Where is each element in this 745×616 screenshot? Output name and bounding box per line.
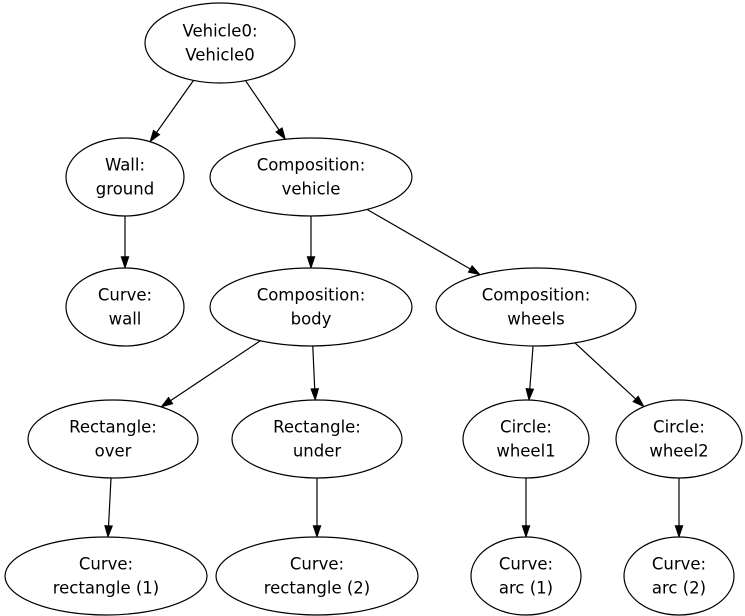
graph-node-curve_arc_1[interactable]: Curve: arc (1) (470, 536, 582, 616)
graph-edge-composition_body-to-rectangle_under (310, 346, 320, 402)
node-label-name-composition_body: body (291, 310, 332, 329)
node-ellipse-rectangle_over[interactable] (27, 399, 199, 479)
graph-node-curve_rectangle_2[interactable]: Curve: rectangle (2) (215, 536, 419, 616)
node-label-type-composition_wheels: Composition: (482, 286, 591, 305)
node-ellipse-curve_rectangle_1[interactable] (4, 536, 208, 616)
node-label-type-circle_wheel1: Circle: (500, 418, 552, 437)
edge-line (367, 209, 471, 270)
node-label-type-circle_wheel2: Circle: (653, 418, 705, 437)
node-ellipse-vehicle0[interactable] (144, 2, 296, 84)
edge-line (245, 80, 280, 131)
node-label-type-curve_arc_2: Curve: (652, 555, 706, 574)
node-label-name-curve_rectangle_1: rectangle (1) (53, 579, 160, 598)
graph-edge-wall_ground-to-curve_wall (120, 216, 130, 270)
graph-edge-composition_body-to-rectangle_over (160, 340, 261, 408)
node-label-name-curve_wall: wall (109, 310, 142, 329)
nodes-layer: Vehicle0:Vehicle0Wall:groundComposition:… (4, 2, 743, 616)
node-ellipse-curve_rectangle_2[interactable] (215, 536, 419, 616)
graph-node-wall_ground[interactable]: Wall: ground (65, 137, 185, 217)
node-label-type-composition_vehicle: Composition: (257, 156, 366, 175)
node-ellipse-circle_wheel1[interactable] (462, 399, 590, 479)
graph-edge-composition_vehicle-to-composition_wheels (367, 209, 482, 276)
arrowhead-icon (160, 396, 174, 408)
arrowhead-icon (632, 395, 645, 408)
arrowhead-icon (149, 129, 161, 143)
graph-edge-vehicle0-to-wall_ground (149, 80, 194, 143)
node-label-type-rectangle_under: Rectangle: (273, 418, 361, 437)
node-ellipse-composition_vehicle[interactable] (209, 137, 413, 217)
edge-line (312, 346, 316, 389)
node-label-name-curve_rectangle_2: rectangle (2) (264, 579, 371, 598)
graph-node-circle_wheel2[interactable]: Circle: wheel2 (615, 399, 743, 479)
graph-edge-composition_wheels-to-circle_wheel2 (574, 342, 645, 408)
graph-edge-vehicle0-to-composition_vehicle (245, 80, 287, 141)
arrowhead-icon (521, 525, 531, 539)
arrowhead-icon (306, 256, 316, 270)
graph-edge-rectangle_under-to-curve_rectangle_2 (312, 478, 322, 539)
graph-node-curve_arc_2[interactable]: Curve: arc (2) (623, 536, 735, 616)
arrowhead-icon (312, 525, 322, 539)
edge-line (156, 80, 194, 133)
node-label-name-rectangle_over: over (95, 442, 132, 461)
node-label-name-composition_vehicle: vehicle (282, 180, 341, 199)
arrowhead-icon (120, 256, 130, 270)
node-ellipse-curve_arc_2[interactable] (623, 536, 735, 616)
node-label-type-wall_ground: Wall: (105, 156, 145, 175)
graph-edge-composition_wheels-to-circle_wheel1 (525, 346, 535, 402)
graph-edge-circle_wheel2-to-curve_arc_2 (674, 478, 684, 539)
graph-node-curve_wall[interactable]: Curve: wall (65, 267, 185, 347)
node-label-name-curve_arc_1: arc (1) (499, 579, 553, 598)
arrowhead-icon (467, 264, 482, 276)
graph-edge-circle_wheel1-to-curve_arc_1 (521, 478, 531, 539)
graph-node-rectangle_under[interactable]: Rectangle: under (231, 399, 403, 479)
graph-node-composition_vehicle[interactable]: Composition: vehicle (209, 137, 413, 217)
graph-node-composition_wheels[interactable]: Composition: wheels (435, 267, 637, 347)
node-label-type-curve_arc_1: Curve: (499, 555, 553, 574)
arrowhead-icon (525, 388, 535, 402)
node-label-name-vehicle0: Vehicle0 (185, 46, 255, 65)
graph-edge-rectangle_over-to-curve_rectangle_1 (104, 478, 113, 539)
node-ellipse-composition_body[interactable] (209, 267, 413, 347)
node-label-name-composition_wheels: wheels (507, 310, 564, 329)
node-ellipse-circle_wheel2[interactable] (615, 399, 743, 479)
edge-line (170, 340, 261, 402)
edge-line (574, 342, 637, 400)
arrowhead-icon (275, 127, 287, 141)
graph-node-curve_rectangle_1[interactable]: Curve: rectangle (1) (4, 536, 208, 616)
node-label-type-composition_body: Composition: (257, 286, 366, 305)
node-ellipse-wall_ground[interactable] (65, 137, 185, 217)
graph-node-circle_wheel1[interactable]: Circle: wheel1 (462, 399, 590, 479)
node-label-type-curve_rectangle_1: Curve: (79, 555, 133, 574)
graph-node-composition_body[interactable]: Composition: body (209, 267, 413, 347)
graph-node-rectangle_over[interactable]: Rectangle: over (27, 399, 199, 479)
node-label-type-vehicle0: Vehicle0: (182, 22, 257, 41)
edge-line (107, 478, 112, 526)
arrowhead-icon (310, 388, 320, 402)
node-label-name-curve_arc_2: arc (2) (652, 579, 706, 598)
arrowhead-icon (104, 525, 113, 539)
edge-line (529, 346, 534, 389)
node-ellipse-composition_wheels[interactable] (435, 267, 637, 347)
node-ellipse-curve_arc_1[interactable] (470, 536, 582, 616)
node-ellipse-rectangle_under[interactable] (231, 399, 403, 479)
node-label-name-wall_ground: ground (96, 180, 154, 199)
node-label-type-curve_rectangle_2: Curve: (290, 555, 344, 574)
node-label-name-circle_wheel2: wheel2 (649, 442, 708, 461)
graph-edge-composition_vehicle-to-composition_body (306, 216, 316, 270)
arrowhead-icon (674, 525, 684, 539)
graph-node-vehicle0[interactable]: Vehicle0: Vehicle0 (144, 2, 296, 84)
edges-layer (104, 80, 684, 539)
node-label-type-rectangle_over: Rectangle: (69, 418, 157, 437)
node-label-name-rectangle_under: under (293, 442, 342, 461)
node-ellipse-curve_wall[interactable] (65, 267, 185, 347)
node-label-type-curve_wall: Curve: (98, 286, 152, 305)
node-label-name-circle_wheel1: wheel1 (496, 442, 555, 461)
